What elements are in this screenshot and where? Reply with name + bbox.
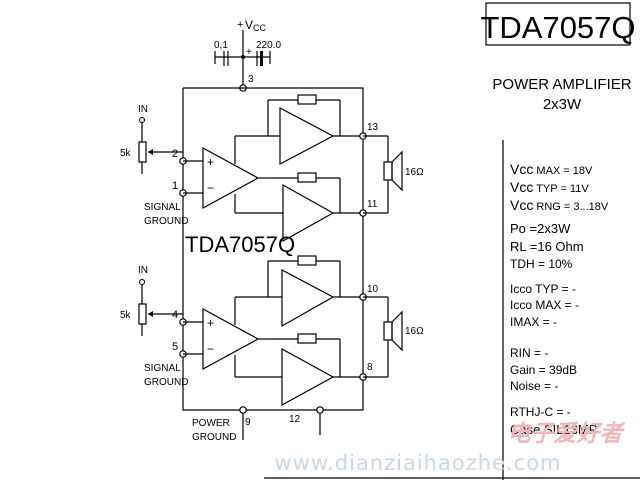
signal-bottom-label: SIGNAL xyxy=(144,363,181,374)
spec-gain: Gain = 39dB xyxy=(510,363,577,377)
spec-vcc-typ: Vcc TYP = 11V xyxy=(510,179,589,195)
spec-vcc-max: Vcc MAX = 18V xyxy=(510,161,593,177)
opamp-input-bottom-minus: − xyxy=(207,342,214,356)
spec-list: Vcc MAX = 18V Vcc TYP = 11V Vcc RNG = 3.… xyxy=(510,161,609,437)
pot-top xyxy=(138,141,147,163)
pot-bottom xyxy=(138,303,147,325)
pot-top-arrow xyxy=(148,149,153,155)
spec-rin: RIN = - xyxy=(510,346,548,360)
spec-rthj: RTHJ-C = - xyxy=(510,405,571,419)
opamp-power-8 xyxy=(281,347,335,407)
resistor-fb-13 xyxy=(297,94,317,105)
pin10-label: 10 xyxy=(367,284,379,295)
opamp-input-top-plus: + xyxy=(207,155,214,169)
vcc-plus: + xyxy=(237,19,243,31)
pin3-label: 3 xyxy=(248,74,254,85)
opamp-input-bottom xyxy=(202,307,260,371)
resistor-fb-11 xyxy=(297,172,317,183)
in-top-terminal xyxy=(138,116,146,124)
pin12-label: 12 xyxy=(289,414,301,425)
in-bottom-terminal xyxy=(138,278,146,286)
power-label: POWER xyxy=(192,418,230,429)
pin12-node xyxy=(316,406,324,414)
spec-noise: Noise = - xyxy=(510,379,558,393)
cap-plus-label: + xyxy=(246,47,252,58)
cap-large-plate-2 xyxy=(260,51,263,66)
pin9-label: 9 xyxy=(245,417,251,428)
opamp-input-top-minus: − xyxy=(207,181,214,195)
chip-label: TDA7057Q xyxy=(185,232,295,257)
pin1-label: 1 xyxy=(172,180,178,192)
opamp-power-13 xyxy=(279,107,335,165)
pin11-label: 11 xyxy=(367,199,378,210)
speaker-top-cone xyxy=(391,150,403,192)
opamp-input-top xyxy=(202,146,260,210)
pin5-label: 5 xyxy=(172,341,178,353)
pot-top-label: 5k xyxy=(120,148,132,159)
subtitle-line-1: POWER AMPLIFIER xyxy=(492,76,631,93)
pin9-node xyxy=(239,406,247,414)
ground-top-label: GROUND xyxy=(144,216,188,227)
pin2-label: 2 xyxy=(172,148,178,160)
ic-outline xyxy=(182,87,364,411)
title-text: TDA7057Q xyxy=(480,10,635,45)
power-ground-label: GROUND xyxy=(192,432,236,443)
resistor-fb-8 xyxy=(297,333,317,344)
vcc-node xyxy=(241,55,245,59)
spec-case: Case SIL13MP xyxy=(510,422,597,437)
resistor-fb-10 xyxy=(297,255,317,266)
watermark-url: www.dianziaihaozhe.com xyxy=(275,451,562,475)
signal-top-label: SIGNAL xyxy=(144,202,181,213)
cap-large-label: 220.0 xyxy=(256,40,281,51)
speaker-top-icon xyxy=(383,161,393,181)
ground-bottom-label: GROUND xyxy=(144,377,188,388)
watermark-chinese: 电子爱好者 xyxy=(508,421,626,447)
pot-bottom-label: 5k xyxy=(120,310,132,321)
pot-bottom-arrow xyxy=(148,311,153,317)
spec-rl: RL =16 Ohm xyxy=(510,239,584,254)
opamp-power-10 xyxy=(281,269,335,328)
spec-vcc-rng: Vcc RNG = 3...18V xyxy=(510,197,609,213)
speaker-bottom-icon xyxy=(383,321,393,341)
in-bottom-label: IN xyxy=(138,265,148,276)
speaker-bottom-cone xyxy=(391,310,403,352)
subtitle-line-2: 2x3W xyxy=(543,96,582,113)
title-box xyxy=(485,2,631,46)
spec-tdh: TDH = 10% xyxy=(510,257,573,271)
in-top-label: IN xyxy=(138,104,148,115)
spec-icco-max: Icco MAX = - xyxy=(510,298,579,312)
speaker-top-label: 16Ω xyxy=(405,167,424,178)
pin13-label: 13 xyxy=(367,122,379,133)
spec-icco-typ: Icco TYP = - xyxy=(510,282,576,296)
vcc-label: VCC xyxy=(245,18,267,33)
spec-po: Po =2x3W xyxy=(510,221,571,236)
speaker-bottom-label: 16Ω xyxy=(405,326,424,337)
pin4-label: 4 xyxy=(172,309,178,321)
cap-small-label: 0,1 xyxy=(214,40,228,51)
pin8-label: 8 xyxy=(367,362,373,373)
opamp-input-bottom-plus: + xyxy=(207,316,214,330)
spec-imax: IMAX = - xyxy=(510,315,557,329)
